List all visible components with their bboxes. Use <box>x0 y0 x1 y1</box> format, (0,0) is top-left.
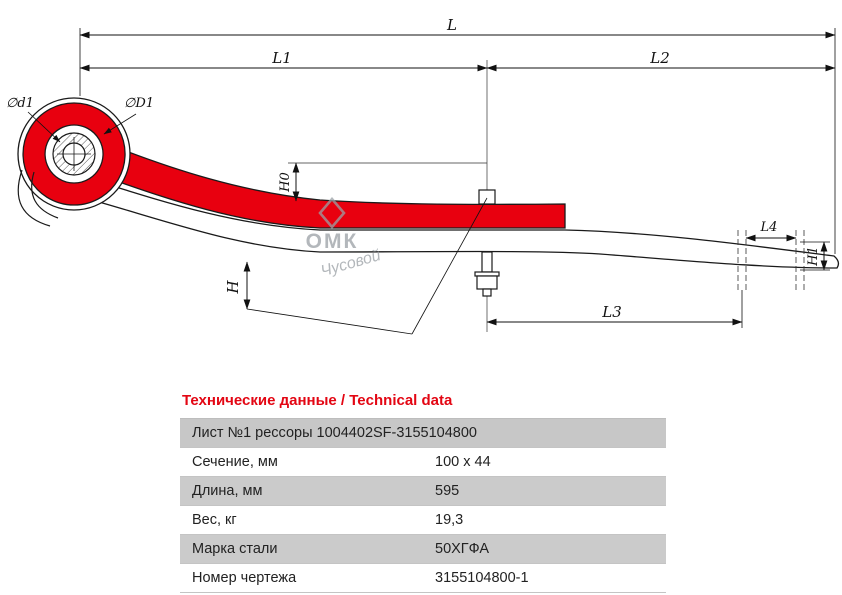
technical-data-table: Лист №1 рессоры 1004402SF-3155104800 Сеч… <box>180 418 666 593</box>
row-value: 100 x 44 <box>423 447 666 477</box>
table-title: Технические данные / Technical data <box>182 392 453 409</box>
dim-D1-label: ∅D1 <box>124 96 154 111</box>
bolt-shaft <box>481 251 493 273</box>
bolt-head <box>478 189 496 205</box>
table-row: Номер чертежа 3155104800-1 <box>180 563 666 593</box>
dim-H-label: H <box>224 280 242 295</box>
dim-H0-label: H0 <box>278 172 293 193</box>
table-row: Сечение, мм 100 x 44 <box>180 447 666 477</box>
bolt-tip <box>482 288 492 297</box>
dim-L2-label: L2 <box>649 49 670 67</box>
dim-d1-label: ∅d1 <box>6 96 34 111</box>
bolt-washer <box>474 271 500 277</box>
row-label: Вес, кг <box>180 505 423 535</box>
row-label: Марка стали <box>180 534 423 564</box>
row-label: Сечение, мм <box>180 447 423 477</box>
dim-H1-label: H1 <box>806 246 821 267</box>
dimension-lines <box>27 28 836 335</box>
watermark-brand: ОМК <box>306 230 359 253</box>
bolt-nut <box>476 275 498 290</box>
row-label: Номер чертежа <box>180 563 423 593</box>
technical-data-section: Технические данные / Technical data Лист… <box>180 392 666 593</box>
center-bolt <box>474 189 500 297</box>
eye-red-ring <box>22 102 126 206</box>
row-value: 595 <box>423 476 666 506</box>
table-header-row: Лист №1 рессоры 1004402SF-3155104800 <box>180 418 666 448</box>
dim-L3-label: L3 <box>601 303 622 321</box>
main-leaf-red <box>107 147 566 229</box>
spring-eye <box>17 97 131 227</box>
omk-logo-icon <box>318 197 346 229</box>
leaf-spring-drawing: L L1 L2 L3 L4 H1 H0 H ∅d1 ∅D1 ОМК Чусово… <box>6 16 840 335</box>
row-value: 50ХГФА <box>423 534 666 564</box>
table-row: Вес, кг 19,3 <box>180 505 666 535</box>
row-value: 3155104800-1 <box>423 563 666 593</box>
dimension-labels: L L1 L2 L3 L4 H1 H0 H ∅d1 ∅D1 <box>6 16 821 321</box>
table-row: Длина, мм 595 <box>180 476 666 506</box>
dim-L4-label: L4 <box>760 220 778 235</box>
row-value: 19,3 <box>423 505 666 535</box>
lower-leaf <box>91 181 840 269</box>
table-header-text: Лист №1 рессоры 1004402SF-3155104800 <box>180 418 666 448</box>
dim-L1-label: L1 <box>271 49 292 67</box>
lower-leaf-curl <box>17 169 51 227</box>
row-label: Длина, мм <box>180 476 423 506</box>
dim-L-label: L <box>446 16 457 34</box>
table-row: Марка стали 50ХГФА <box>180 534 666 564</box>
